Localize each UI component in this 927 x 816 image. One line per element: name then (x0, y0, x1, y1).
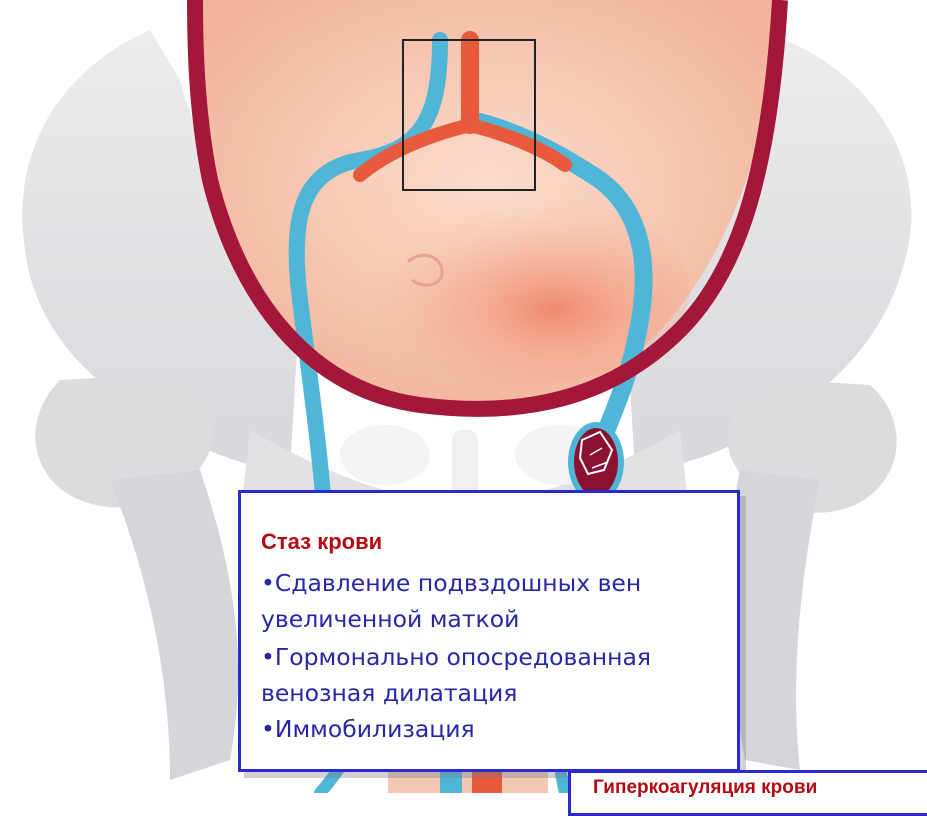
stasis-bullet-item: •Сдавление подвздошных вен (261, 569, 641, 597)
stasis-title: Стаз крови (261, 529, 382, 555)
left-obturator (340, 425, 430, 485)
stasis-line-text: Гормонально опосредованная (275, 643, 651, 671)
stasis-line-continuation: увеличенной маткой (261, 605, 519, 633)
hypercoagulation-info-box: Гиперкоагуляция крови (568, 770, 927, 816)
lower-artery-strip (472, 770, 502, 793)
bullet-glyph: • (261, 643, 275, 671)
stasis-line-text: Иммобилизация (275, 715, 475, 743)
right-femur-shaft (727, 470, 820, 770)
stasis-info-box: Стаз крови •Сдавление подвздошных вен ув… (238, 490, 740, 772)
stasis-line-continuation: венозная дилатация (261, 679, 517, 707)
lower-vein-strip (440, 770, 462, 793)
hypercoagulation-title: Гиперкоагуляция крови (593, 777, 817, 799)
stasis-line-text: Сдавление подвздошных вен (275, 569, 641, 597)
bullet-glyph: • (261, 715, 275, 743)
left-femur-shaft (110, 470, 238, 780)
bullet-glyph: • (261, 569, 275, 597)
lower-vessel-segment (388, 770, 548, 793)
stasis-bullet-item: •Иммобилизация (261, 715, 475, 743)
stasis-bullet-item: •Гормонально опосредованная (261, 643, 651, 671)
